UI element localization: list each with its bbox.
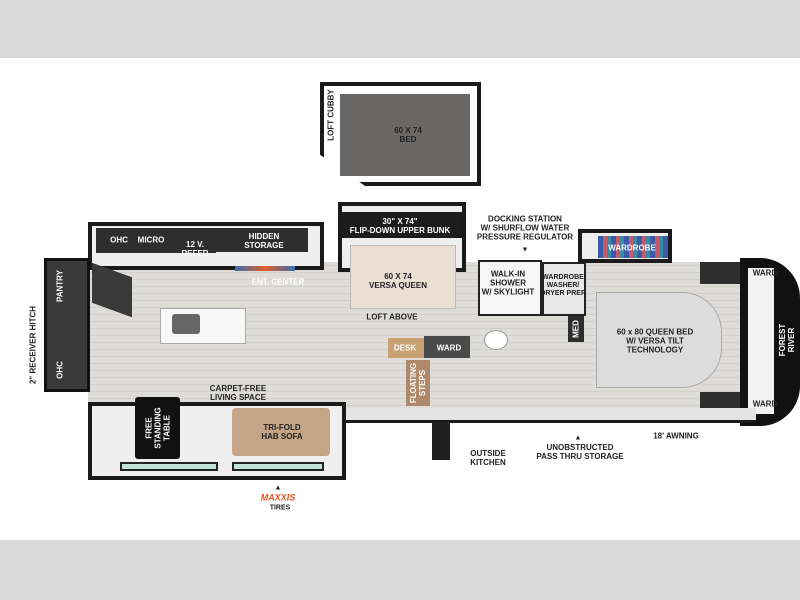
versa-queen-bed [350,245,456,309]
top-band [0,0,800,58]
wardrobe-clothes [598,236,668,258]
front-wall [748,268,774,414]
hidden-storage-label: HIDDEN STORAGE [244,232,284,250]
med-cabinet [568,316,584,342]
outside-kitchen-label: OUTSIDE KITCHEN [470,449,506,467]
floating-steps-label: FLOATING STEPS [409,362,427,404]
desk-label: DESK [393,343,417,353]
loft-bed [340,94,470,176]
tire-arrow-icon: ▲ [274,484,282,492]
micro-label: MICRO [137,235,165,245]
ward-cabinet [424,336,470,358]
tires-label: TIRES [269,504,291,512]
door-side-wall [346,408,756,423]
floating-steps [406,360,430,406]
loft-cubby-label: LOFT CUBBY [326,89,336,141]
med-label: MED [571,320,581,338]
pass-thru-label: UNOBSTRUCTED PASS THRU STORAGE [536,443,624,461]
carpet-free-label: CARPET-FREE LIVING SPACE [209,384,267,402]
loft-bed-label: 60 X 74 BED [394,126,422,144]
maxxis-logo: MAXXIS [260,492,296,503]
pass-thru-arrow-icon: ▲ [574,434,582,442]
receiver-hitch-label: 2" RECEIVER HITCH [28,305,38,385]
docking-arrow-icon: ▼ [521,246,529,254]
sink [172,314,200,334]
tv-screen [235,266,295,271]
forest-river-logo: FOREST RIVER [778,323,796,357]
window [232,462,324,471]
bottom-band [0,540,800,600]
rear-wall-cabinets [44,258,90,392]
versa-queen-label: 60 X 74 VERSA QUEEN [369,272,427,290]
upper-bunk [342,212,462,238]
upper-bunk-label: 30" X 74" FLIP-DOWN UPPER BUNK [349,217,451,235]
washer-closet [542,262,586,316]
hidden-storage-cabinet [216,228,308,252]
rear-ohc-label: OHC [55,361,65,379]
upper-cabinets [96,228,216,253]
shower [478,260,542,316]
ward-top-label: WARD [752,268,778,278]
outside-kitchen-grill [432,422,450,460]
ent-center-label: ENT. CENTER [251,277,305,287]
ward-top [700,262,744,284]
window [120,462,218,471]
loft-above-label: LOFT ABOVE [366,312,418,322]
table-label: FREE STANDING TABLE [144,407,172,449]
queen-bed-label: 60 x 80 QUEEN BED W/ VERSA TILT TECHNOLO… [616,327,694,355]
queen-bed [596,292,722,388]
awning-label: 18' AWNING [653,431,699,441]
shower-label: WALK-IN SHOWER W/ SKYLIGHT [481,269,535,297]
docking-station-label: DOCKING STATION W/ SHURFLOW WATER PRESSU… [476,214,574,242]
ward-label: WARD [436,343,462,353]
washer-dryer-label: WARDROBE WASHER/ DRYER PREP [540,274,586,297]
ohc-label: OHC [110,235,128,245]
ward-bottom-label: WARD [752,399,778,409]
refer-label: 12 V. REFER [181,240,209,258]
toilet [484,330,508,350]
wardrobe-label: WARDROBE [608,243,656,253]
dining-table [135,397,180,459]
sofa [232,408,330,456]
desk [388,338,424,358]
sofa-label: TRI-FOLD HAB SOFA [261,423,303,441]
pantry-label: PANTRY [55,270,65,302]
